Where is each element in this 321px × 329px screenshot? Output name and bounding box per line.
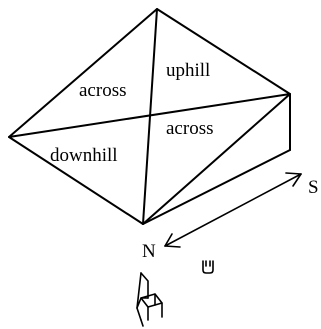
arrowhead-north (164, 233, 181, 248)
bottom-side-edge (142, 149, 291, 225)
chair-icon (136, 272, 163, 327)
label-downhill: downhill (50, 145, 118, 166)
arrowhead-south (285, 172, 302, 187)
label-across-top: across (79, 80, 126, 101)
north-south-arrow (164, 172, 302, 248)
diagonal-ridge-line (142, 8, 158, 225)
cross-ridge-line (8, 93, 291, 138)
label-north: N (142, 241, 156, 262)
arrow-shaft (164, 173, 302, 247)
observer-top-view-shape (202, 260, 214, 274)
label-across-right: across (166, 118, 213, 139)
label-south: S (308, 177, 319, 198)
pyramid-outline (8, 8, 291, 225)
label-uphill: uphill (166, 60, 210, 81)
observer-icon (202, 260, 214, 274)
